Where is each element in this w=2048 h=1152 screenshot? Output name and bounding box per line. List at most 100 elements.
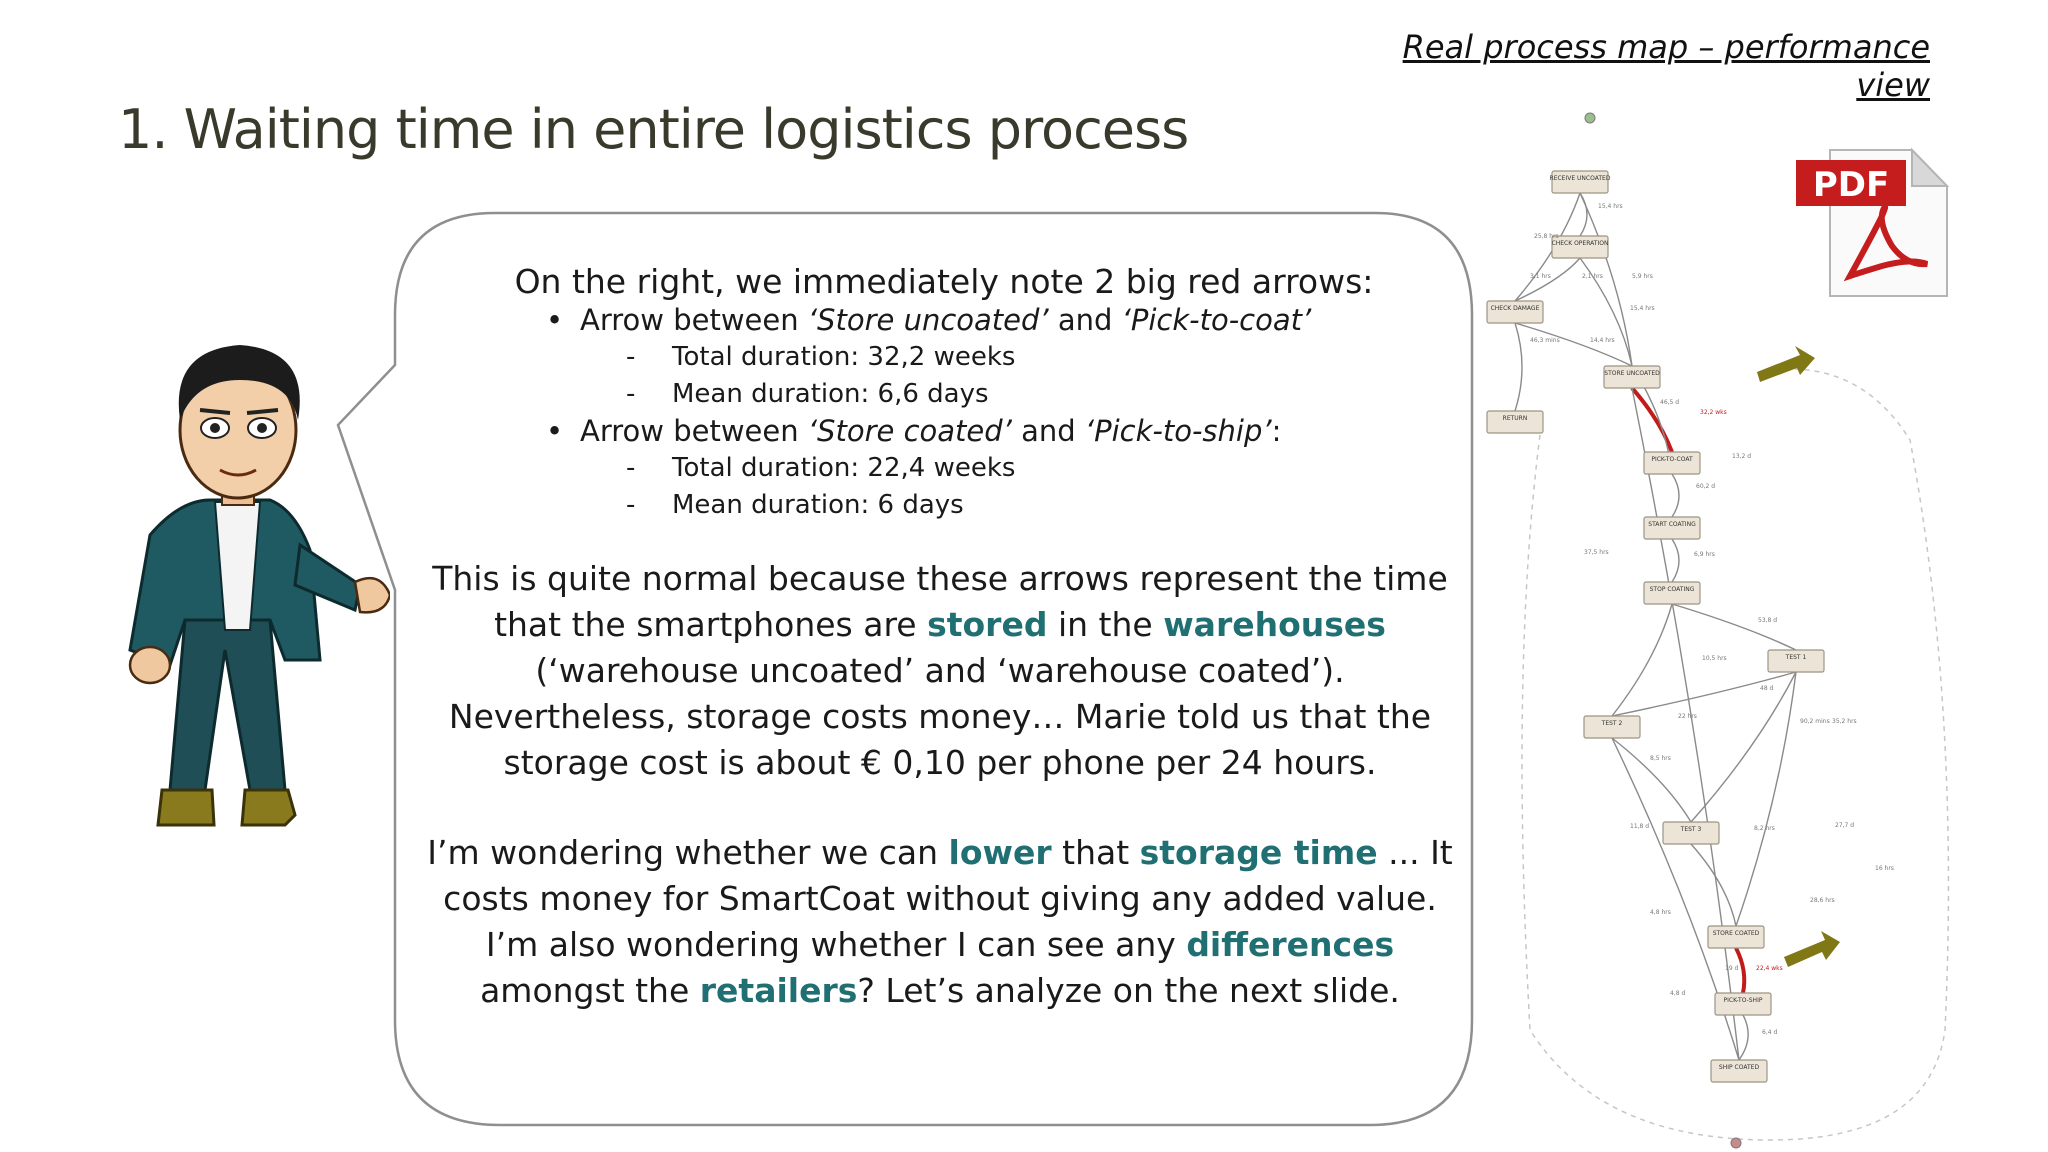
paragraph-text: ... It costs money for SmartCoat without… [443,833,1453,964]
process-edge [1738,1014,1749,1061]
bullet-dot: • [546,414,564,448]
corner-label: Real process map – performance view [1402,28,1930,104]
sub-item-mean: -Mean duration: 6 days [420,487,1460,524]
process-edge [1690,671,1797,823]
pdf-icon: PDF [1796,147,1950,297]
paragraph-text: in the [1047,605,1164,644]
paragraph-text: amongst the [480,971,700,1010]
process-node-label: TEST 3 [1680,826,1702,833]
process-node-label: TEST 2 [1601,720,1623,727]
process-node-label: PICK-TO-SHIP [1724,997,1763,1004]
bullet-dot: • [546,303,564,337]
paragraph-text: (‘warehouse uncoated’ and ‘warehouse coa… [448,651,1432,782]
process-node [1486,300,1544,324]
process-edge-label: 2,1 hrs [1582,273,1603,280]
process-edge-label: 4,8 d [1670,990,1685,997]
process-edge-label: 46,3 mins [1530,337,1560,344]
bullet-text: : [1271,414,1282,448]
paragraph-wondering: I’m wondering whether we can lower that … [420,830,1460,1014]
process-edge-label: 4,8 hrs [1650,909,1671,916]
process-edge-label: 8,2 hrs [1754,825,1775,832]
process-edge-label: 35,2 hrs [1832,718,1857,725]
process-edge [1611,603,1673,717]
process-node [1551,235,1609,259]
process-node [1643,516,1701,540]
process-edge-label: 53,8 d [1758,617,1777,624]
process-edge-label: 14,4 hrs [1590,337,1615,344]
activity-name: ‘Pick-to-coat’ [1121,303,1312,337]
process-node-label: RECEIVE UNCOATED [1550,175,1611,182]
process-edge-label: 27,7 d [1835,822,1854,829]
dash: - [626,379,636,409]
process-edge [1611,671,1797,717]
process-edge [1579,192,1633,367]
process-edge [1579,257,1633,367]
bullet-text: Arrow between [580,414,808,448]
process-edge-label: 6,9 hrs [1694,551,1715,558]
activity-name: ‘Store coated’ [807,414,1012,448]
pointer-arrow-icon [1757,346,1815,382]
activity-name: ‘Store uncoated’ [807,303,1049,337]
process-edge-label: 5,9 hrs [1632,273,1653,280]
process-edge [1611,737,1692,823]
process-edge-label: 3,1 hrs [1530,273,1551,280]
process-node-label: CHECK DAMAGE [1491,305,1540,312]
process-edge-label: 15,4 hrs [1630,305,1655,312]
process-node-label: STORE COATED [1713,930,1760,937]
process-node [1603,365,1661,389]
process-edge [1514,257,1581,302]
bullet-store-uncoated: •Arrow between ‘Store uncoated’ and ‘Pic… [420,302,1460,339]
process-edge-highlighted [1734,947,1747,994]
process-node [1707,925,1765,949]
pdf-label: PDF [1813,165,1889,205]
process-edge-label: 46,5 d [1660,399,1679,406]
process-edge-label: 48 d [1760,685,1774,692]
sub-item-total: - Total duration: 22,4 weeks [420,450,1460,487]
paragraph-text: that [1051,833,1140,872]
process-edge-label: 22 hrs [1678,713,1697,720]
process-node [1486,410,1544,434]
process-edge-label: 22,4 wks [1756,965,1783,972]
process-edge-label: 25,8 hrs [1534,233,1559,240]
process-node [1767,649,1825,673]
process-edge [1671,603,1797,651]
highlight-lower: lower [948,833,1052,872]
sub-item-mean: -Mean duration: 6,6 days [420,376,1460,413]
process-edge-label: 60,2 d [1696,483,1715,490]
paragraph-text: ? Let’s analyze on the next slide. [857,971,1400,1010]
process-node-label: STORE UNCOATED [1604,370,1660,377]
highlight-stored: stored [927,605,1048,644]
process-node [1662,821,1720,845]
dash: - [626,453,636,483]
slide-title: 1. Waiting time in entire logistics proc… [118,98,1189,161]
process-edge [1514,322,1523,412]
dash: - [626,490,636,520]
activity-name: ‘Pick-to-ship’ [1084,414,1272,448]
process-edge-label: 90,2 mins [1800,718,1830,725]
bullet-text: and [1011,414,1085,448]
highlight-warehouses: warehouses [1163,605,1386,644]
process-edge-label: 11,8 d [1630,823,1649,830]
process-node-label: START COATING [1648,521,1696,528]
process-node [1643,451,1701,475]
process-edge-label: 16 hrs [1875,865,1894,872]
bullet-text: and [1048,303,1122,337]
process-node-label: PICK-TO-COAT [1651,456,1693,463]
process-edge-dashed [1521,368,1950,1141]
process-node [1583,715,1641,739]
duration-text: Total duration: 22,4 weeks [672,453,1016,483]
process-edge-label: 32,2 wks [1700,409,1727,416]
process-edge-label: 10,5 hrs [1702,655,1727,662]
process-edge [1514,322,1633,367]
process-edge [1671,473,1680,518]
bubble-text: On the right, we immediately note 2 big … [420,262,1460,1014]
highlight-retailers: retailers [699,971,858,1010]
bubble-intro: On the right, we immediately note 2 big … [514,262,1374,301]
process-node-label: STOP COATING [1650,586,1695,593]
process-node-label: SHIP COATED [1719,1064,1760,1071]
process-edge [1690,843,1737,927]
process-edge-highlighted [1630,386,1674,453]
paragraph-storage: This is quite normal because these arrow… [420,556,1460,786]
